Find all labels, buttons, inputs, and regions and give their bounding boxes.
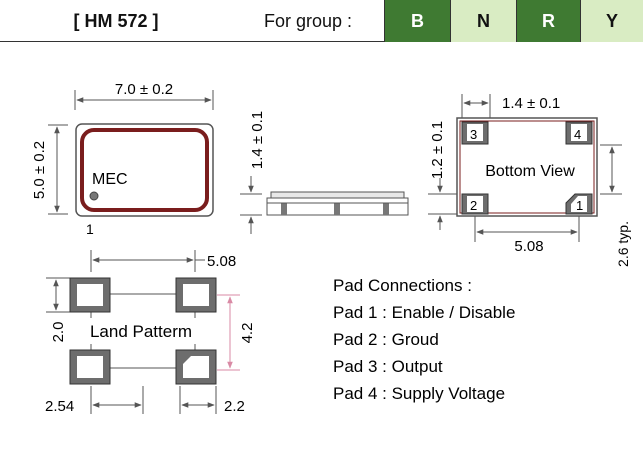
side-lid — [270, 191, 405, 199]
pad-connections: Pad Connections : Pad 1 : Enable / Disab… — [333, 276, 515, 403]
model-title: [ HM 572 ] — [73, 11, 159, 31]
pad-num-4: 4 — [574, 127, 581, 142]
pin1-label: 1 — [86, 221, 94, 237]
land-pattern: 5.08 2.0 4.2 Land Patterm 2.54 2.2 — [45, 250, 256, 415]
land-top-dim: 5.08 — [207, 253, 236, 270]
header-bar: [ HM 572 ] For group : B N R Y — [0, 0, 643, 42]
pitch-dim: 5.08 — [514, 238, 543, 255]
land-pattern-label: Land Patterm — [90, 322, 192, 341]
group-y-cell: Y — [580, 0, 643, 42]
land-left-dim: 2.0 — [50, 322, 67, 343]
marking-text: MEC — [92, 171, 128, 188]
bottom-view: 1.4 ± 0.1 1.2 ± 0.1 3 4 2 1 Bottom View … — [428, 94, 631, 267]
package-outline — [75, 123, 214, 217]
land-bottom-right-dim: 2.2 — [224, 398, 245, 415]
pad-num-2: 2 — [470, 198, 477, 213]
group-r-cell: R — [516, 0, 580, 42]
pad-num-1: 1 — [576, 198, 583, 213]
pad-connection-line: Pad 2 : Groud — [333, 330, 439, 349]
pad-height-dim: 1.2 ± 0.1 — [429, 121, 446, 179]
pad-connection-line: Pad 3 : Output — [333, 357, 443, 376]
land-bottom-left-dim: 2.54 — [45, 398, 74, 415]
group-b-cell: B — [384, 0, 450, 42]
bottom-view-label: Bottom View — [485, 163, 575, 180]
group-label: For group : — [263, 11, 353, 31]
thickness-dim: 1.4 ± 0.1 — [249, 111, 266, 169]
land-right-dim: 4.2 — [239, 323, 256, 344]
pad-connections-title: Pad Connections : — [333, 276, 472, 295]
package-lid — [80, 128, 209, 212]
side-pad — [281, 203, 287, 215]
pad-width-dim: 1.4 ± 0.1 — [502, 95, 560, 112]
side-view: 1.4 ± 0.1 — [240, 111, 409, 234]
group-n-cell: N — [450, 0, 516, 42]
pin1-dot — [89, 191, 99, 201]
side-pad — [383, 203, 389, 215]
pad-connection-line: Pad 1 : Enable / Disable — [333, 303, 515, 322]
top-view: 7.0 ± 0.2 5.0 ± 0.2 MEC 1 — [31, 81, 214, 237]
pad-num-3: 3 — [470, 127, 477, 142]
side-pad — [334, 203, 340, 215]
typ-dim: 2.6 typ. — [615, 221, 631, 267]
top-width-dim: 7.0 ± 0.2 — [115, 81, 173, 98]
pad-connection-line: Pad 4 : Supply Voltage — [333, 384, 505, 403]
bottom-lid-edge — [459, 120, 595, 214]
top-height-dim: 5.0 ± 0.2 — [31, 141, 48, 199]
